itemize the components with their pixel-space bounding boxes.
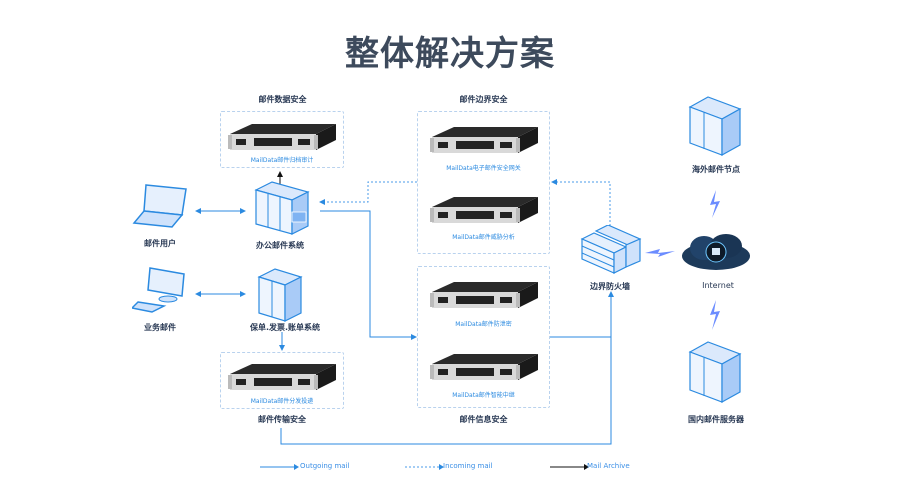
smart-relay-device-icon	[430, 354, 538, 380]
mail-server-icon	[254, 181, 310, 235]
archive-audit-device-icon	[228, 124, 336, 150]
firewall-icon	[580, 225, 642, 274]
node-label-domestic-server: 国内邮件服务器	[688, 415, 744, 424]
node-label-business-mail: 业务邮件	[144, 323, 176, 332]
page-title: 整体解决方案	[345, 34, 555, 74]
node-label-billing-system: 保单.发票.账单系统	[249, 323, 321, 332]
security-gateway-device-icon	[430, 127, 538, 153]
device-label: MailData邮件智能中继	[452, 392, 515, 399]
group-title-data-security: 邮件数据安全	[258, 95, 307, 104]
distribution-device-icon	[228, 364, 336, 390]
outgoing-office-info	[320, 210, 417, 340]
device-label: MailData电子邮件安全网关	[446, 165, 521, 172]
device-label: MailData邮件分发投递	[250, 398, 314, 405]
group-title-info-security: 邮件信息安全	[459, 415, 508, 424]
device-label: MailData邮件防泄密	[455, 321, 512, 328]
group-data-security	[220, 111, 344, 168]
group-boundary-security	[417, 111, 550, 254]
legend-archive-label: Mail Archive	[587, 462, 630, 470]
incoming-firewall-boundary	[551, 179, 611, 230]
outgoing-transport-firewall	[280, 291, 614, 445]
lightning-firewall	[645, 249, 675, 257]
node-label-mail-user: 邮件用户	[144, 239, 176, 248]
legend-outgoing-label: Outgoing mail	[300, 462, 350, 470]
internet-cloud-icon	[682, 234, 750, 270]
desktop-icon	[132, 267, 185, 313]
node-label-office-mail-system: 办公邮件系统	[256, 241, 304, 250]
legend-incoming-line	[405, 464, 444, 470]
domestic-server-icon	[688, 341, 742, 404]
group-info-security	[417, 266, 550, 408]
group-title-transport-security: 邮件传输安全	[258, 415, 306, 424]
lightning-domestic	[710, 300, 720, 330]
node-label-firewall: 边界防火墙	[590, 282, 630, 291]
group-title-boundary-security: 邮件边界安全	[459, 95, 508, 104]
billing-server-icon	[257, 268, 303, 322]
laptop-icon	[132, 184, 187, 228]
node-label-overseas-node: 海外邮件节点	[692, 165, 740, 174]
incoming-boundary-office	[319, 181, 417, 205]
lightning-overseas	[710, 190, 720, 218]
threat-analysis-device-icon	[430, 197, 538, 223]
group-transport-security	[220, 352, 344, 409]
dlp-device-icon	[430, 282, 538, 308]
legend-incoming-label: Incoming mail	[443, 462, 493, 470]
legend-outgoing-line	[260, 464, 299, 470]
node-label-internet: Internet	[702, 281, 734, 290]
overseas-server-icon	[688, 96, 742, 157]
legend-archive-line	[550, 464, 589, 470]
device-label: MailData邮件归档审计	[250, 157, 314, 164]
device-label: MailData邮件威胁分析	[452, 234, 515, 241]
